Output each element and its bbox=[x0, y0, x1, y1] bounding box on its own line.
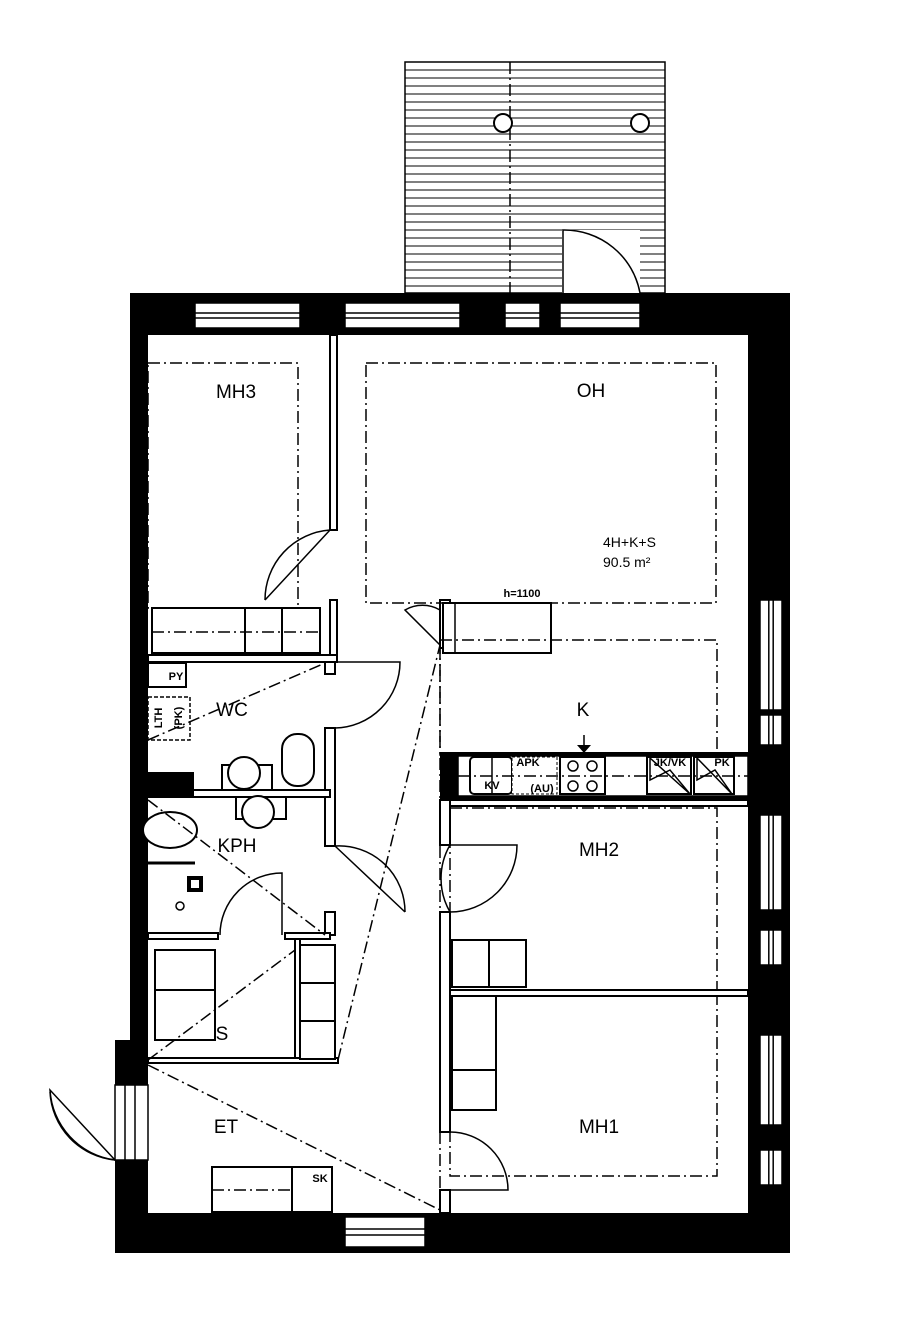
pk-small-label: (PK) bbox=[173, 706, 185, 729]
kitchen-counter: KV APK (AU) JK/VK PK bbox=[440, 735, 749, 800]
bathroom-fixtures: PY LTH (PK) bbox=[142, 662, 315, 911]
room-label-wc: WC bbox=[216, 700, 248, 721]
room-label-s: S bbox=[216, 1024, 229, 1045]
py-label: PY bbox=[169, 671, 184, 683]
room-labels: MH3 OH 4H+K+S 90.5 m² K WC KPH MH2 S ET … bbox=[214, 381, 656, 1138]
balcony bbox=[404, 61, 666, 294]
windows bbox=[194, 302, 783, 1248]
window bbox=[759, 1149, 783, 1186]
window bbox=[759, 929, 783, 966]
toilet bbox=[281, 733, 315, 787]
window bbox=[559, 302, 641, 329]
window bbox=[759, 599, 783, 711]
sink bbox=[227, 756, 261, 790]
window bbox=[344, 1216, 426, 1248]
sink bbox=[241, 795, 275, 829]
toilet bbox=[142, 811, 198, 849]
apartment-type: 4H+K+S bbox=[603, 534, 656, 550]
room-boundaries bbox=[147, 362, 748, 1211]
room-label-mh3: MH3 bbox=[216, 382, 256, 403]
lth-label: LTH bbox=[153, 708, 165, 729]
sk-label: SK bbox=[312, 1173, 327, 1185]
room-label-et: ET bbox=[214, 1117, 239, 1138]
apartment-area: 90.5 m² bbox=[603, 554, 651, 570]
balcony-door-swing bbox=[562, 229, 641, 294]
apk-label: APK bbox=[516, 757, 539, 769]
entrance-door bbox=[49, 1084, 149, 1161]
window bbox=[759, 814, 783, 911]
window bbox=[344, 302, 461, 329]
pk-label: PK bbox=[714, 757, 729, 769]
window bbox=[194, 302, 301, 329]
window bbox=[759, 1034, 783, 1126]
counter-height-label: h=1100 bbox=[503, 588, 540, 600]
balcony-slats bbox=[405, 69, 665, 287]
arrow-icon bbox=[577, 745, 591, 753]
kitchen-island: h=1100 bbox=[442, 588, 552, 654]
window bbox=[504, 302, 541, 329]
interior-doors bbox=[219, 529, 518, 1191]
balcony-post bbox=[630, 113, 650, 133]
room-label-oh: OH bbox=[577, 381, 606, 402]
au-label: (AU) bbox=[530, 783, 554, 795]
window bbox=[759, 714, 783, 746]
room-label-mh1: MH1 bbox=[579, 1117, 619, 1138]
kv-label: KV bbox=[484, 780, 500, 792]
wardrobes: SK bbox=[151, 607, 527, 1213]
balcony-post bbox=[493, 113, 513, 133]
jkvk-label: JK/VK bbox=[654, 757, 686, 769]
room-label-k: K bbox=[577, 700, 590, 721]
room-label-kph: KPH bbox=[217, 836, 256, 857]
room-label-mh2: MH2 bbox=[579, 840, 619, 861]
